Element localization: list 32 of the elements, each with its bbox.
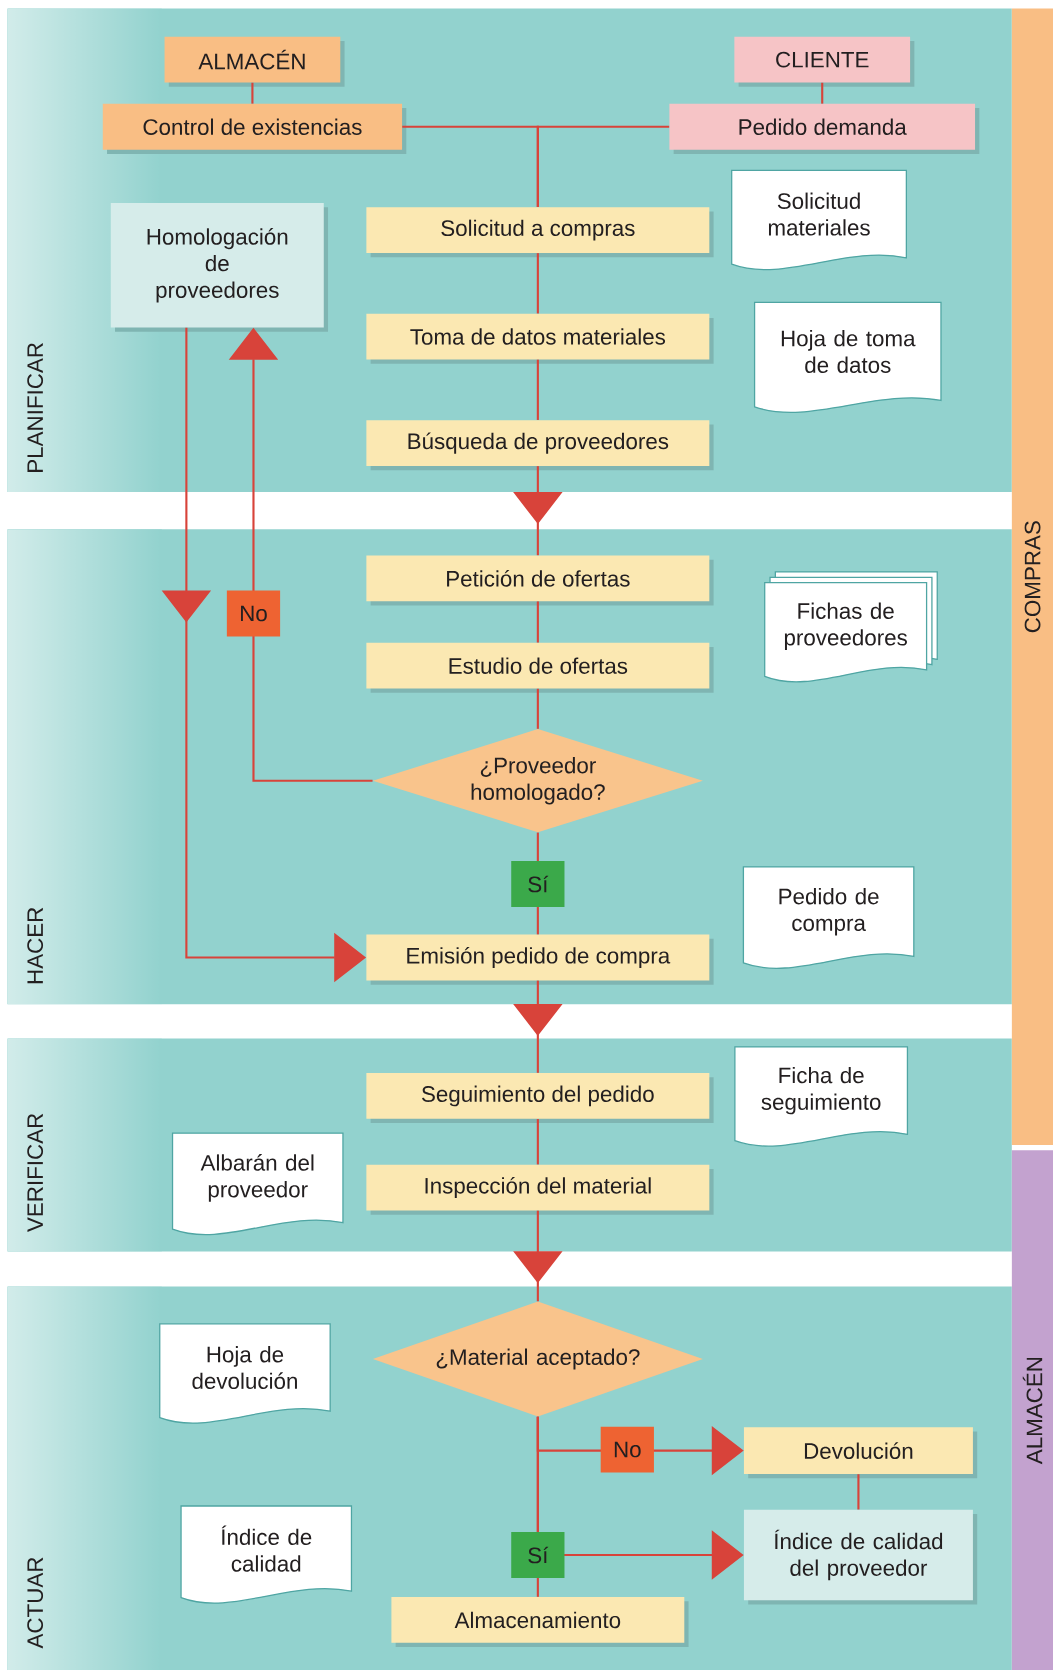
process-box: Solicitud a compras	[366, 207, 714, 258]
process-box: Almacenamiento	[391, 1597, 689, 1648]
connector-line	[536, 688, 539, 729]
connector-line	[536, 601, 539, 643]
process-box: Seguimiento del pedido	[366, 1073, 714, 1124]
connector-line	[536, 1119, 539, 1165]
department-band: ALMACÉN	[1011, 1150, 1053, 1670]
process-box: Índice de calidad del proveedor	[743, 1509, 978, 1605]
process-box: Toma de datos materiales	[366, 313, 714, 364]
edge-label: No	[600, 1426, 654, 1473]
process-box: Estudio de ofertas	[366, 642, 714, 693]
process-box: Devolución	[743, 1427, 978, 1479]
connector-line	[857, 1474, 860, 1510]
connector-line	[821, 82, 824, 104]
connector-line	[536, 125, 669, 207]
process-box: Pedido demanda	[669, 103, 980, 154]
process-box: CLIENTE	[734, 36, 915, 87]
process-box: Control de existencias	[102, 103, 407, 154]
document-stack: Fichas de proveedores	[763, 571, 938, 683]
edge-label: Sí	[511, 1532, 565, 1578]
edge-label: No	[226, 590, 280, 637]
process-box: ALMACÉN	[164, 36, 345, 87]
process-box: Búsqueda de proveedores	[366, 420, 714, 471]
connector-line	[536, 359, 539, 420]
process-box: Petición de ofertas	[366, 555, 714, 606]
process-box: Homologación de proveedores	[110, 202, 328, 332]
edge-label: Sí	[511, 861, 565, 907]
process-box: Inspección del material	[366, 1164, 714, 1215]
connector-line	[251, 82, 254, 104]
connector-line	[536, 253, 539, 314]
department-band: COMPRAS	[1011, 8, 1053, 1145]
process-box: Emisión pedido de compra	[366, 934, 714, 985]
